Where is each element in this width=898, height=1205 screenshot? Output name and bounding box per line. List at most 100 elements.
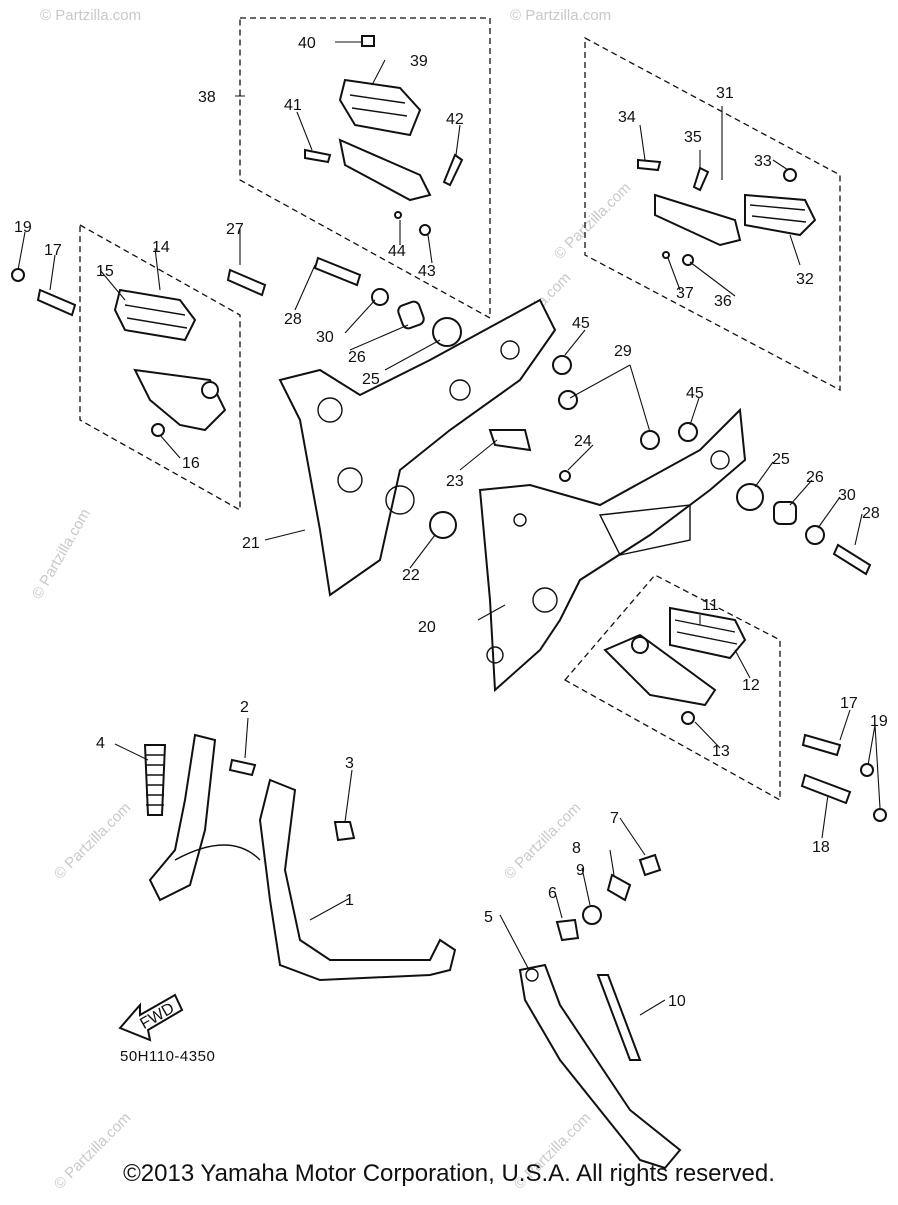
bolt-17-right (801, 733, 842, 757)
washer-30-lower (805, 525, 825, 545)
group-box-38 (239, 17, 491, 320)
damper-25-upper (432, 317, 462, 347)
copyright-notice: ©2013 Yamaha Motor Corporation, U.S.A. A… (123, 1160, 775, 1187)
watermark-side: © Partzilla.com (29, 506, 94, 602)
fwd-arrow-shape (118, 993, 184, 1042)
callout-7: 7 (610, 810, 619, 827)
callout-17-right: 17 (840, 695, 858, 712)
callout-33: 33 (754, 153, 772, 170)
callout-16: 16 (182, 455, 200, 472)
spring-10 (596, 974, 642, 1061)
footrest-assembly-14 (11, 268, 227, 437)
callout-30-lower: 30 (838, 487, 856, 504)
callout-8: 8 (572, 840, 581, 857)
callout-27: 27 (226, 221, 244, 238)
callout-13: 13 (712, 743, 730, 760)
svg-text:© Partzilla.com: © Partzilla.com (551, 179, 634, 262)
callout-31: 31 (716, 85, 734, 102)
callout-6: 6 (548, 885, 557, 902)
callout-22: 22 (402, 567, 420, 584)
svg-text:© Partzilla.com: © Partzilla.com (40, 7, 141, 24)
callout-34: 34 (618, 109, 636, 126)
pin-41 (304, 148, 332, 164)
callout-37: 37 (676, 285, 694, 302)
collar-29-lower (640, 430, 660, 450)
bolt-28-lower (832, 543, 872, 576)
screw-33 (783, 168, 797, 182)
ball-44 (394, 211, 402, 219)
fwd-arrow: FWD (118, 993, 184, 1042)
footrest-rubber-39 (338, 78, 422, 137)
part-code: 50H110-4350 (120, 1048, 216, 1065)
stand-leg-left (148, 733, 217, 902)
damper-25-lower (736, 483, 764, 511)
screw-40 (361, 35, 375, 47)
nut-45-lower (678, 422, 698, 442)
footrest-assembly-11 (603, 606, 887, 822)
footrest-bracket-right (654, 193, 742, 247)
bolt-17-left (36, 288, 77, 317)
spring-4 (143, 744, 167, 816)
callout-40: 40 (298, 35, 316, 52)
collar-26-upper (397, 300, 425, 330)
screw-24 (559, 470, 571, 482)
callout-24: 24 (574, 433, 592, 450)
nut-3 (333, 821, 356, 842)
bolt-28-upper (313, 256, 362, 287)
callout-42: 42 (446, 111, 464, 128)
nut-45-upper (552, 355, 572, 375)
callout-44: 44 (388, 243, 406, 260)
washer-43 (419, 224, 431, 236)
collar-22 (429, 511, 457, 539)
callout-45-lower: 45 (686, 385, 704, 402)
callout-26-lower: 26 (806, 469, 824, 486)
pin-34 (637, 158, 662, 172)
cap-19-right-b (873, 808, 887, 822)
ball-37 (662, 251, 670, 259)
callout-12: 12 (742, 677, 760, 694)
bolt-7 (638, 853, 662, 877)
collar-26-lower (773, 501, 797, 525)
callout-19-left: 19 (14, 219, 32, 236)
mount-hardware (226, 256, 578, 482)
callout-25-upper: 25 (362, 371, 380, 388)
frame-bracket-21 (278, 298, 557, 597)
callout-20: 20 (418, 619, 436, 636)
svg-text:© Partzilla.com: © Partzilla.com (51, 799, 134, 882)
bolt-27 (226, 268, 267, 297)
group-box-11 (563, 574, 781, 802)
washer-30-upper (371, 288, 389, 306)
svg-text:© Partzilla.com: © Partzilla.com (510, 7, 611, 24)
callout-25-lower: 25 (772, 451, 790, 468)
spring-35 (692, 166, 710, 192)
callout-28-upper: 28 (284, 311, 302, 328)
callouts: 1 2 3 4 5 6 7 8 9 10 11 12 13 14 15 16 1… (14, 35, 888, 1010)
side-stand-bar (518, 963, 682, 1170)
nut-13 (681, 711, 695, 725)
callout-4: 4 (96, 735, 105, 752)
footrest-assembly-38 (304, 35, 464, 236)
footrest-assembly-31 (637, 158, 817, 266)
pin-2 (228, 758, 257, 777)
bracket-8 (606, 873, 632, 902)
callout-35: 35 (684, 129, 702, 146)
nut-16 (151, 423, 165, 437)
callout-18: 18 (812, 839, 830, 856)
footrest-bracket (338, 138, 432, 202)
footrest-rubber-32 (744, 193, 817, 237)
callout-9: 9 (576, 862, 585, 879)
callout-23: 23 (446, 473, 464, 490)
group-box-14 (79, 223, 241, 512)
callout-43: 43 (418, 263, 436, 280)
footrest-bracket-left (133, 368, 227, 432)
callout-1: 1 (345, 892, 354, 909)
callout-2: 2 (240, 699, 249, 716)
callout-38: 38 (198, 89, 216, 106)
callout-39: 39 (410, 53, 428, 70)
group-box-31 (584, 36, 841, 392)
frame-bracket-20 (478, 407, 872, 693)
footrest-rubber-15 (113, 288, 197, 342)
callout-11: 11 (702, 597, 719, 614)
